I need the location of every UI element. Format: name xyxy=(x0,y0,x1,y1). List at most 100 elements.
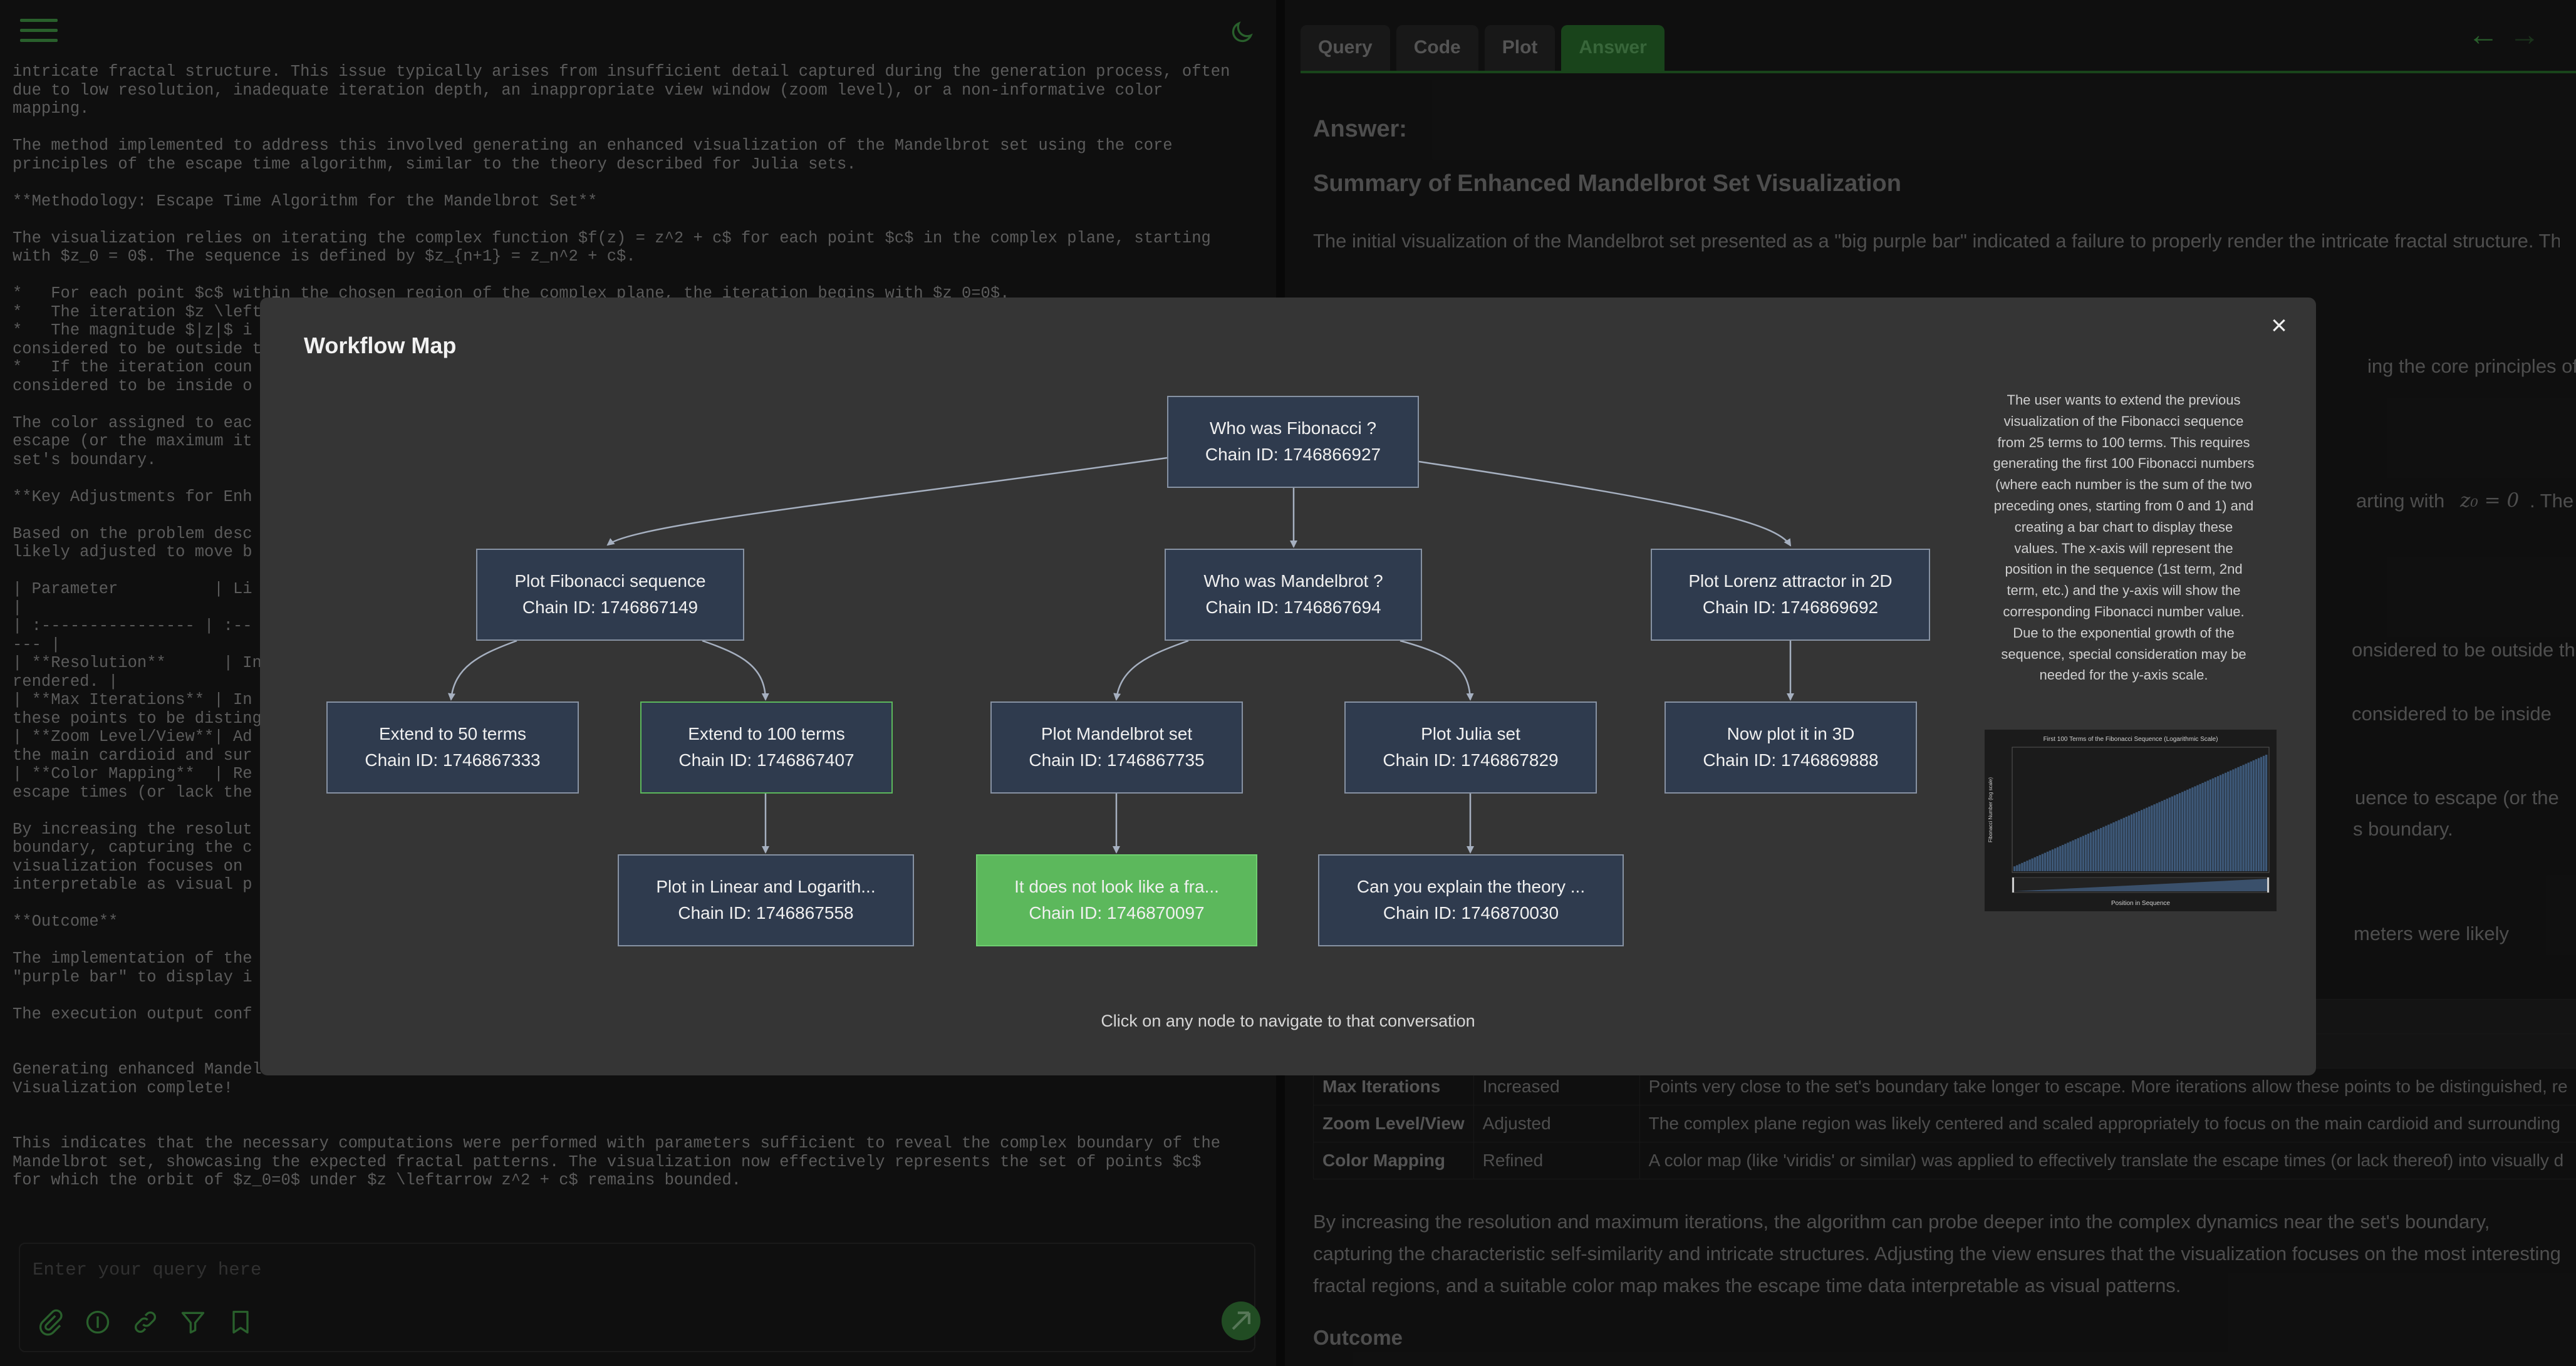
chart-bar xyxy=(2143,809,2145,871)
chart-bar xyxy=(2057,847,2059,871)
chart-bar xyxy=(2087,834,2089,871)
chart-bar xyxy=(2194,786,2196,871)
node-chain-id: Chain ID: 1746867694 xyxy=(1166,594,1421,621)
chart-bar xyxy=(2072,841,2074,871)
chart-bar xyxy=(2248,763,2250,871)
node-chain-id: Chain ID: 1746867735 xyxy=(992,747,1242,774)
chart-bar xyxy=(2031,859,2033,871)
chart-bar xyxy=(2212,779,2214,871)
chart-bar xyxy=(2227,772,2229,871)
workflow-node[interactable]: Plot Fibonacci sequence Chain ID: 174686… xyxy=(476,549,744,641)
workflow-node[interactable]: Can you explain the theory ... Chain ID:… xyxy=(1318,854,1624,946)
workflow-node[interactable]: Now plot it in 3D Chain ID: 1746869888 xyxy=(1665,701,1917,794)
node-title: Extend to 100 terms xyxy=(641,721,891,747)
chart-bar xyxy=(2028,859,2030,871)
node-title: Plot Julia set xyxy=(1346,721,1596,747)
chart-bar xyxy=(2085,835,2087,871)
node-title: Who was Mandelbrot ? xyxy=(1166,568,1421,594)
chart-bar xyxy=(2181,792,2183,871)
workflow-node[interactable]: Extend to 50 terms Chain ID: 1746867333 xyxy=(326,701,579,794)
chart-bar xyxy=(2018,864,2020,871)
chart-bar xyxy=(2023,862,2025,871)
chart-bar xyxy=(2201,783,2203,871)
chart-bar xyxy=(2222,774,2224,871)
chart-bar xyxy=(2047,852,2049,871)
node-title: Plot Fibonacci sequence xyxy=(477,568,743,594)
chart-bar xyxy=(2095,830,2097,871)
chart-bar xyxy=(2161,801,2163,871)
chart-bar xyxy=(2034,857,2036,871)
node-title: It does not look like a fra... xyxy=(977,874,1256,900)
chart-bar xyxy=(2153,804,2155,871)
chart-bar xyxy=(2121,819,2122,871)
node-chain-id: Chain ID: 1746870030 xyxy=(1319,900,1623,926)
chart-bar xyxy=(2176,794,2178,871)
chart-bar xyxy=(2174,795,2176,871)
chart-bar xyxy=(2210,780,2211,871)
chart-bar xyxy=(2136,812,2137,871)
dialog-footer-hint: Click on any node to navigate to that co… xyxy=(260,1012,2316,1031)
chart-bar xyxy=(2250,762,2252,871)
chart-bar xyxy=(2064,844,2066,871)
chart-bar xyxy=(2141,810,2142,871)
chart-bar xyxy=(2258,758,2260,871)
slider-handle-right[interactable] xyxy=(2267,877,2269,893)
workflow-map-dialog: Workflow Map × Wh xyxy=(260,298,2316,1075)
chart-bar xyxy=(2196,785,2198,871)
chart-bar xyxy=(2191,787,2193,871)
chart-bar xyxy=(2230,770,2231,871)
chart-bar xyxy=(2220,775,2221,871)
node-chain-id: Chain ID: 1746866927 xyxy=(1168,442,1418,468)
node-preview-description: The user wants to extend the previous vi… xyxy=(1992,390,2255,686)
chart-bar xyxy=(2026,861,2028,871)
slider-handle-left[interactable] xyxy=(2012,877,2014,893)
chart-bar xyxy=(2260,757,2262,871)
chart-title: First 100 Terms of the Fibonacci Sequenc… xyxy=(2044,736,2218,743)
chart-bar xyxy=(2090,832,2092,871)
chart-bar xyxy=(2100,828,2102,871)
chart-bar xyxy=(2235,768,2236,871)
chart-bar xyxy=(2217,776,2219,871)
chart-bar xyxy=(2253,760,2255,871)
workflow-node-selected[interactable]: Extend to 100 terms Chain ID: 1746867407 xyxy=(640,701,893,794)
workflow-node-current[interactable]: It does not look like a fra... Chain ID:… xyxy=(976,854,1257,946)
chart-bar xyxy=(2265,755,2267,871)
workflow-node[interactable]: Plot Mandelbrot set Chain ID: 1746867735 xyxy=(990,701,1243,794)
chart-bar xyxy=(2128,815,2130,871)
chart-bar xyxy=(2052,849,2054,871)
node-title: Extend to 50 terms xyxy=(328,721,578,747)
node-chain-id: Chain ID: 1746867149 xyxy=(477,594,743,621)
chart-bar xyxy=(2166,799,2168,871)
node-title: Now plot it in 3D xyxy=(1666,721,1916,747)
chart-bar xyxy=(2156,803,2158,871)
chart-bar xyxy=(2164,800,2166,871)
chart-bar xyxy=(2240,766,2241,871)
node-title: Plot Lorenz attractor in 2D xyxy=(1652,568,1929,594)
workflow-node[interactable]: Plot Lorenz attractor in 2D Chain ID: 17… xyxy=(1651,549,1930,641)
chart-bar xyxy=(2158,802,2160,871)
chart-bar xyxy=(2067,842,2069,871)
chart-bar xyxy=(2123,818,2125,871)
chart-bar xyxy=(2138,811,2140,871)
chart-bar xyxy=(2184,791,2186,871)
node-title: Plot Mandelbrot set xyxy=(992,721,1242,747)
workflow-node[interactable]: Who was Fibonacci ? Chain ID: 1746866927 xyxy=(1167,396,1419,488)
chart-bar xyxy=(2186,790,2188,871)
workflow-node[interactable]: Who was Mandelbrot ? Chain ID: 174686769… xyxy=(1165,549,1422,641)
chart-bar xyxy=(2263,756,2265,871)
chart-bar xyxy=(2077,838,2079,871)
chart-bar xyxy=(2102,827,2104,871)
chart-bar xyxy=(2151,805,2153,871)
workflow-node[interactable]: Plot Julia set Chain ID: 1746867829 xyxy=(1344,701,1597,794)
node-title: Can you explain the theory ... xyxy=(1319,874,1623,900)
chart-bar xyxy=(2245,763,2247,871)
chart-bar xyxy=(2171,797,2173,871)
chart-xlabel: Position in Sequence xyxy=(2111,900,2170,907)
chart-bar xyxy=(2107,825,2109,871)
chart-bar xyxy=(2112,822,2114,871)
chart-bar xyxy=(2013,866,2015,871)
chart-bar xyxy=(2115,821,2117,871)
workflow-node[interactable]: Plot in Linear and Logarith... Chain ID:… xyxy=(618,854,914,946)
node-chain-id: Chain ID: 1746867333 xyxy=(328,747,578,774)
